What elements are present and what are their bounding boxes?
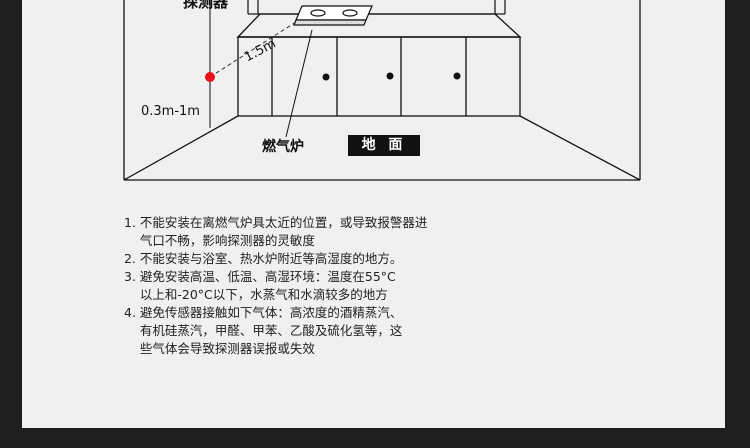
installation-notes: 1. 不能安装在离燃气炉具太近的位置，或导致报警器进 气口不畅，影响探测器的灵敏… bbox=[124, 214, 427, 358]
height-label: 0.3m-1m bbox=[141, 104, 200, 119]
gas-stove-icon bbox=[293, 5, 373, 26]
stove-label: 燃气炉 bbox=[262, 139, 304, 155]
content-panel bbox=[22, 0, 725, 428]
note-line: 1. 不能安装在离燃气炉具太近的位置，或导致报警器进 bbox=[124, 215, 428, 230]
floor-label: 地 面 bbox=[348, 135, 420, 156]
note-line: 以上和-20°C以下，水蒸气和水滴较多的地方 bbox=[124, 287, 388, 302]
kitchen-diagram bbox=[123, 0, 641, 181]
upper-wall-detail bbox=[247, 0, 506, 15]
distance-dashed-line bbox=[209, 21, 297, 78]
room-outline bbox=[123, 0, 641, 181]
note-line: 2. 不能安装与浴室、热水炉附近等高湿度的地方。 bbox=[124, 251, 403, 266]
detector-dot bbox=[205, 72, 215, 82]
stove-leader-line bbox=[285, 29, 313, 138]
note-line: 3. 避免安装高温、低温、高湿环境：温度在55°C bbox=[124, 269, 396, 284]
detector-label: 探测器 bbox=[183, 0, 229, 11]
cabinet-knobs bbox=[322, 72, 461, 81]
cabinets bbox=[237, 36, 521, 117]
note-line: 4. 避免传感器接触如下气体：高浓度的酒精蒸汽、 bbox=[124, 305, 403, 320]
countertop bbox=[236, 13, 522, 38]
note-line: 有机硅蒸汽，甲醛、甲苯、乙酸及硫化氢等，这 bbox=[124, 323, 403, 338]
note-line: 些气体会导致探测器误报或失效 bbox=[124, 341, 315, 356]
note-line: 气口不畅，影响探测器的灵敏度 bbox=[124, 233, 315, 248]
